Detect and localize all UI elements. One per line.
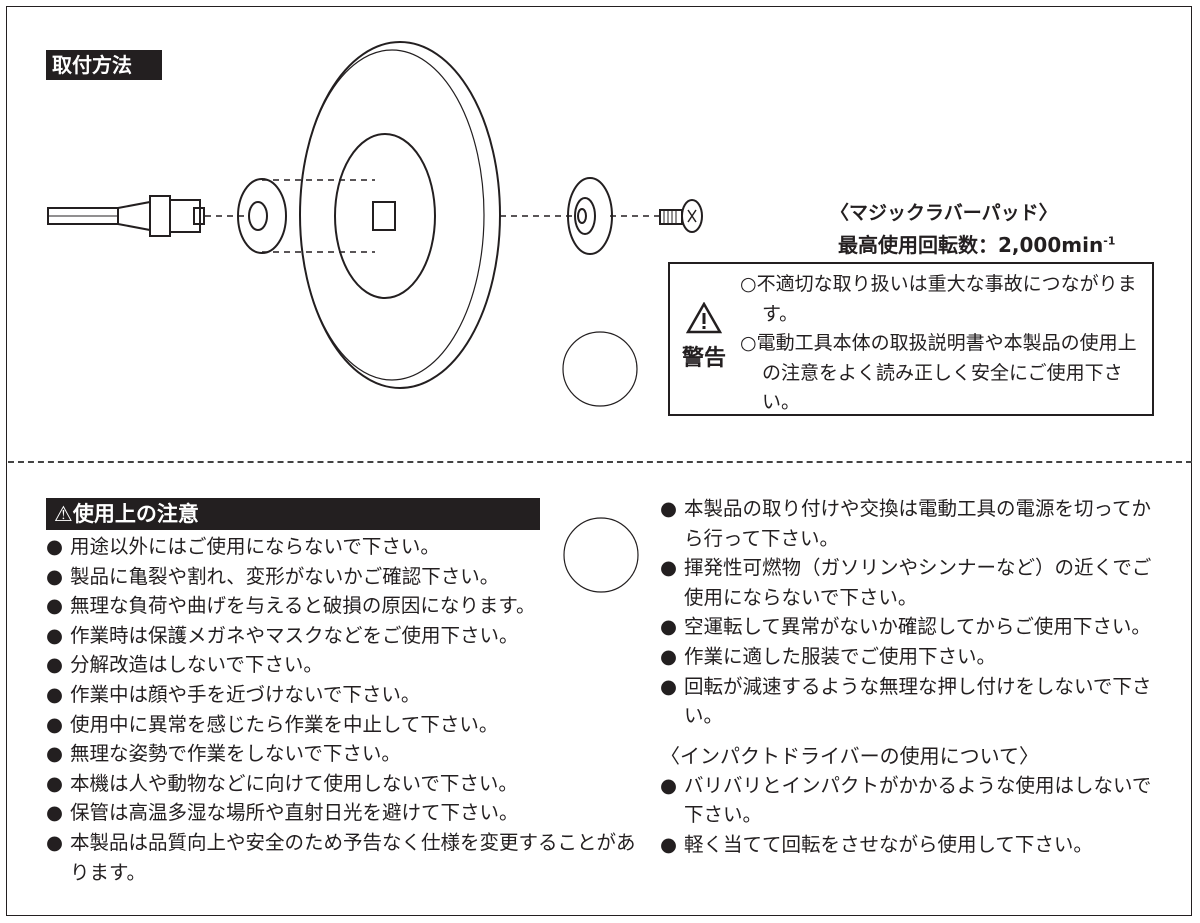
- bullet-icon: ●: [660, 773, 678, 797]
- caution-item-text: 本製品は品質向上や安全のため予告なく仕様を変更することがあります。: [70, 830, 636, 884]
- blank-circle-mark: [562, 331, 638, 407]
- caution-item: ●回転が減速するような無理な押し付けをしないで下さい。: [660, 672, 1160, 731]
- washer-icon: [567, 177, 613, 255]
- warning-line: ○不適切な取り扱いは重大な事故につながります。: [740, 273, 1137, 325]
- bullet-icon: ●: [46, 801, 64, 825]
- caution-list-left: ●用途以外にはご使用にならないで下さい。●製品に亀裂や割れ、変形がないかご確認下…: [46, 532, 636, 887]
- warning-box: 警告 ○不適切な取り扱いは重大な事故につながります。 ○電動工具本体の取扱説明書…: [668, 262, 1154, 416]
- usage-caution-title: ⚠使用上の注意: [46, 498, 540, 530]
- caution-item: ●無理な姿勢で作業をしないで下さい。: [46, 739, 636, 769]
- caution-item: ●軽く当てて回転をさせながら使用して下さい。: [660, 830, 1160, 860]
- alignment-lines: [205, 179, 660, 253]
- caution-item: ●揮発性可燃物（ガソリンやシンナーなど）の近くでご使用にならないで下さい。: [660, 553, 1160, 612]
- caution-item-text: 製品に亀裂や割れ、変形がないかご確認下さい。: [70, 564, 500, 588]
- bullet-icon: ●: [46, 742, 64, 766]
- bullet-icon: ●: [660, 832, 678, 856]
- bullet-icon: ●: [46, 535, 64, 558]
- bullet-icon: ●: [46, 771, 64, 795]
- caution-item: ●保管は高温多湿な場所や直射日光を避けて下さい。: [46, 798, 636, 828]
- bullet-icon: ●: [46, 830, 64, 854]
- spacer-ring-icon: [237, 178, 287, 254]
- bullet-icon: ●: [46, 712, 64, 736]
- caution-item-text: 保管は高温多湿な場所や直射日光を避けて下さい。: [70, 801, 519, 825]
- caution-item-text: 作業に適した服装でご使用下さい。: [684, 644, 997, 668]
- caution-item-text: 作業中は顔や手を近づけないで下さい。: [70, 682, 421, 706]
- bullet-icon: ●: [46, 682, 64, 706]
- caution-item: ●本機は人や動物などに向けて使用しないで下さい。: [46, 769, 636, 799]
- caution-item: ● 用途以外にはご使用にならないで下さい。: [46, 532, 636, 562]
- caution-item-text: 作業時は保護メガネやマスクなどをご使用下さい。: [70, 623, 519, 647]
- impact-driver-heading: 〈インパクトドライバーの使用について〉: [660, 743, 1039, 768]
- caution-item-text: 空運転して異常がないか確認してからご使用下さい。: [684, 615, 1151, 639]
- mounting-method-title: 取付方法: [46, 50, 162, 80]
- caution-item: ●作業時は保護メガネやマスクなどをご使用下さい。: [46, 621, 636, 651]
- bullet-icon: ●: [46, 594, 64, 618]
- warning-label: 警告: [682, 346, 727, 371]
- caution-item: ●使用中に異常を感じたら作業を中止して下さい。: [46, 710, 636, 740]
- caution-item-text: 回転が減速するような無理な押し付けをしないで下さい。: [684, 674, 1152, 728]
- caution-item-text: 本製品の取り付けや交換は電動工具の電源を切ってから行って下さい。: [684, 497, 1152, 550]
- bullet-icon: ●: [660, 556, 678, 580]
- caution-item-text: 揮発性可燃物（ガソリンやシンナーなど）の近くでご使用にならないで下さい。: [684, 556, 1152, 609]
- caution-list-right: ●本製品の取り付けや交換は電動工具の電源を切ってから行って下さい。●揮発性可燃物…: [660, 494, 1160, 860]
- warning-line: ○電動工具本体の取扱説明書や本製品の使用上の注意をよく読み正しく安全にご使用下さ…: [740, 332, 1137, 413]
- max-rpm-label: 最高使用回転数：2,000min-1: [838, 233, 1116, 257]
- caution-item: ●空運転して異常がないか確認してからご使用下さい。: [660, 612, 1160, 642]
- caution-item-text: 使用中に異常を感じたら作業を中止して下さい。: [70, 712, 499, 736]
- bullet-icon: ●: [660, 674, 678, 698]
- caution-item: ●作業中は顔や手を近づけないで下さい。: [46, 680, 636, 710]
- bullet-icon: ●: [46, 564, 64, 588]
- caution-item: ●分解改造はしないで下さい。: [46, 650, 636, 680]
- bullet-icon: ●: [660, 615, 678, 639]
- rubber-pad-disc-icon: [299, 41, 501, 389]
- caution-item: ● 本製品の取り付けや交換は電動工具の電源を切ってから行って下さい。: [660, 494, 1160, 553]
- caution-item-text: 本機は人や動物などに向けて使用しないで下さい。: [70, 771, 518, 795]
- screw-icon: [659, 199, 703, 233]
- assembly-diagram: [47, 41, 703, 407]
- warning-triangle-icon: [686, 302, 722, 334]
- caution-item-text: 軽く当てて回転をさせながら使用して下さい。: [684, 832, 1093, 856]
- caution-item: ●製品に亀裂や割れ、変形がないかご確認下さい。: [46, 562, 636, 592]
- bullet-icon: ●: [660, 644, 678, 668]
- product-name: 〈マジックラバーパッド〉: [830, 202, 1058, 224]
- caution-item-text: バリバリとインパクトがかかるような使用はしないで下さい。: [684, 773, 1152, 827]
- caution-item: ●作業に適した服装でご使用下さい。: [660, 642, 1160, 672]
- cut-line-divider: [8, 461, 1192, 463]
- caution-item: ●バリバリとインパクトがかかるような使用はしないで下さい。: [660, 771, 1160, 830]
- caution-item: ●本製品は品質向上や安全のため予告なく仕様を変更することがあります。: [46, 828, 636, 887]
- caution-item-text: 無理な負荷や曲げを与えると破損の原因になります。: [70, 594, 536, 618]
- caution-item: ●無理な負荷や曲げを与えると破損の原因になります。: [46, 591, 636, 621]
- caution-item-text: 分解改造はしないで下さい。: [70, 653, 323, 677]
- bullet-icon: ●: [46, 623, 64, 647]
- bullet-icon: ●: [660, 497, 678, 520]
- caution-item-text: 無理な姿勢で作業をしないで下さい。: [70, 742, 401, 766]
- caution-item-text: 用途以外にはご使用にならないで下さい。: [70, 535, 440, 558]
- bullet-icon: ●: [46, 653, 64, 677]
- hex-shank-adapter-icon: [47, 195, 205, 237]
